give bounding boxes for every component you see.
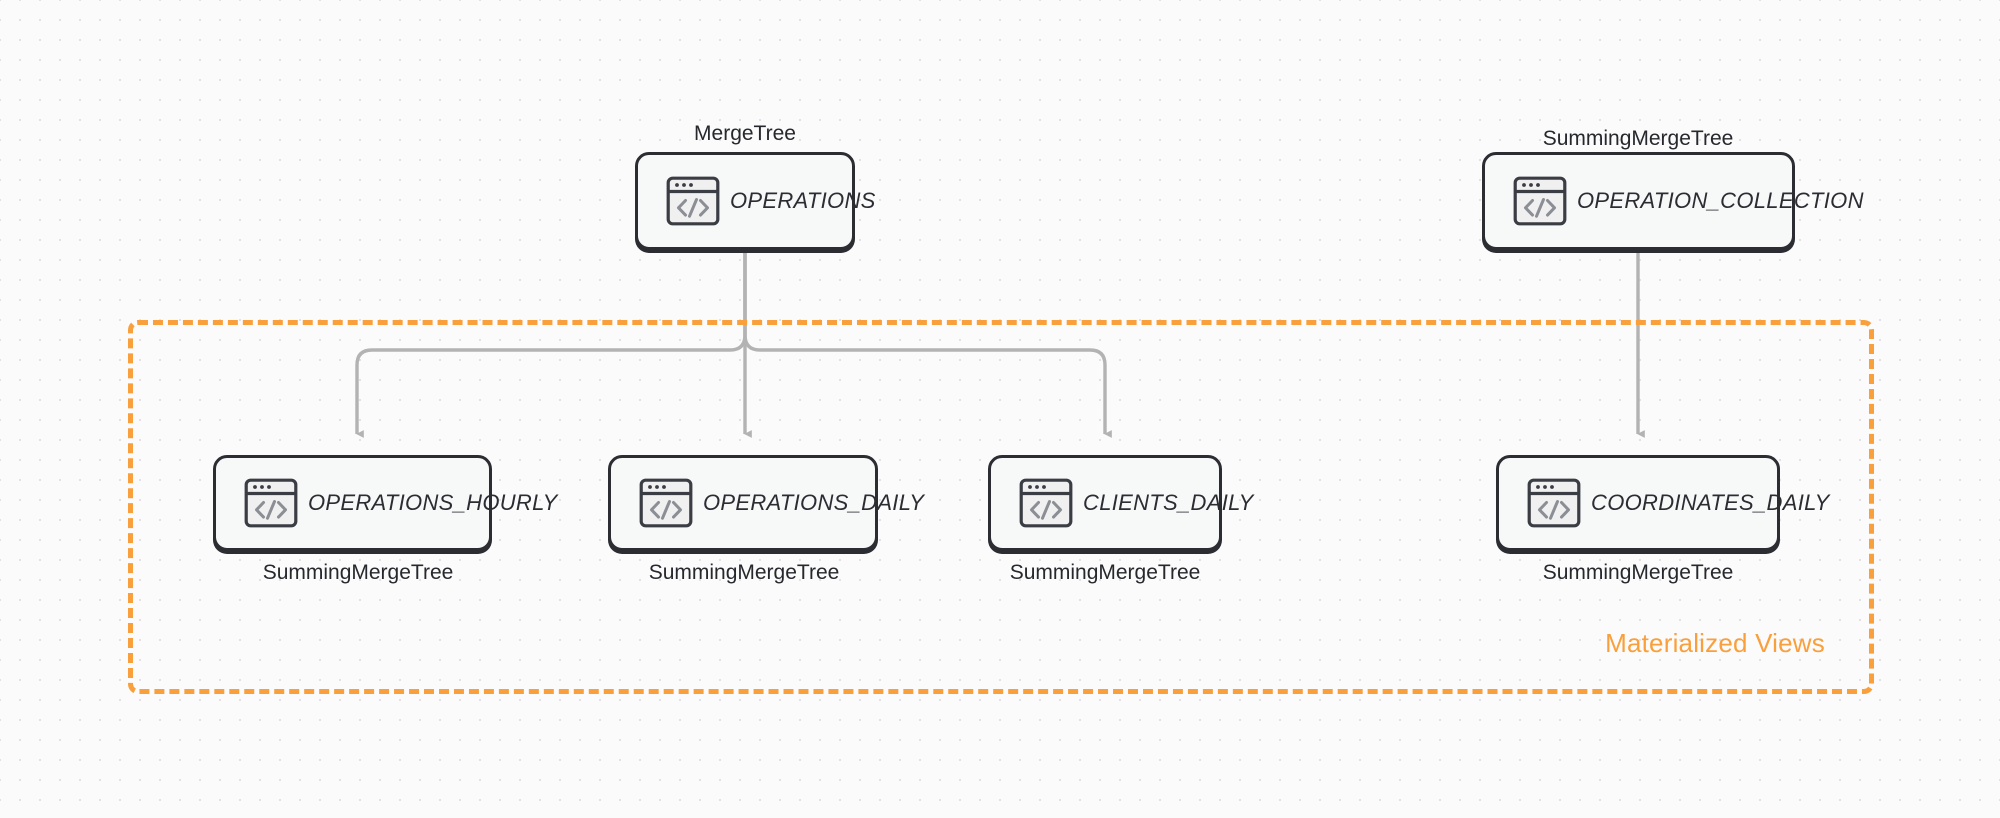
materialized-views-label: Materialized Views (1605, 628, 1825, 658)
node-label-operations-daily: OPERATIONS_DAILY (703, 490, 925, 515)
code-window-icon (1513, 176, 1567, 226)
node-coordinates-daily[interactable]: COORDINATES_DAILY (1496, 455, 1829, 551)
node-label-clients-daily: CLIENTS_DAILY (1083, 490, 1254, 515)
engine-label-operation-collection: SummingMergeTree (1542, 127, 1734, 150)
node-operation-collection[interactable]: OPERATION_COLLECTION (1482, 152, 1863, 250)
node-operations-hourly[interactable]: OPERATIONS_HOURLY (213, 455, 557, 551)
node-label-operations-hourly: OPERATIONS_HOURLY (308, 490, 558, 515)
code-window-icon (1019, 478, 1073, 528)
engine-label-operations-hourly: SummingMergeTree (262, 561, 454, 584)
engine-label-operations-daily: SummingMergeTree (648, 561, 840, 584)
engine-label-operations: MergeTree (694, 122, 796, 145)
node-clients-daily[interactable]: CLIENTS_DAILY (988, 455, 1253, 551)
code-window-icon (244, 478, 298, 528)
node-label-operations: OPERATIONS (730, 188, 876, 213)
engine-label-coordinates-daily: SummingMergeTree (1542, 561, 1734, 584)
materialized-views-group: Materialized Views (128, 320, 1874, 694)
code-window-icon (666, 176, 720, 226)
code-window-icon (1527, 478, 1581, 528)
node-operations[interactable]: OPERATIONS (635, 152, 875, 250)
engine-label-clients-daily: SummingMergeTree (1009, 561, 1201, 584)
node-label-coordinates-daily: COORDINATES_DAILY (1591, 490, 1830, 515)
node-operations-daily[interactable]: OPERATIONS_DAILY (608, 455, 924, 551)
node-label-operation-collection: OPERATION_COLLECTION (1577, 188, 1864, 213)
code-window-icon (639, 478, 693, 528)
